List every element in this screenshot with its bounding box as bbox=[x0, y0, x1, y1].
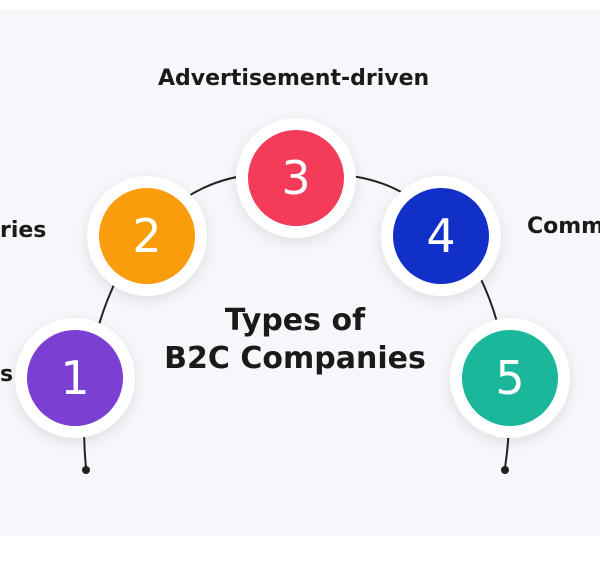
node-4-number: 4 bbox=[426, 209, 456, 263]
node-4-disc: 4 bbox=[393, 188, 489, 284]
node-2-label: ries bbox=[0, 218, 47, 243]
arc-end-dot-left bbox=[82, 466, 90, 474]
node-1-label: s bbox=[0, 362, 14, 387]
node-2: 2 bbox=[87, 176, 207, 296]
node-5: 5 bbox=[450, 318, 570, 438]
node-2-disc: 2 bbox=[99, 188, 195, 284]
node-5-number: 5 bbox=[495, 351, 525, 405]
node-3-number: 3 bbox=[281, 151, 311, 205]
node-3-label: Advertisement-driven bbox=[158, 66, 430, 91]
diagram-title: Types of B2C Companies bbox=[150, 302, 440, 377]
title-line-1: Types of bbox=[224, 303, 366, 338]
node-1-number: 1 bbox=[60, 351, 90, 405]
node-1-disc: 1 bbox=[27, 330, 123, 426]
node-3: 3 bbox=[236, 118, 356, 238]
node-4: 4 bbox=[381, 176, 501, 296]
title-line-2: B2C Companies bbox=[164, 340, 426, 376]
node-3-disc: 3 bbox=[248, 130, 344, 226]
node-1: 1 bbox=[15, 318, 135, 438]
node-5-disc: 5 bbox=[462, 330, 558, 426]
node-2-number: 2 bbox=[132, 209, 162, 263]
node-4-label: Comm bbox=[527, 214, 600, 239]
arc-end-dot-right bbox=[501, 466, 509, 474]
